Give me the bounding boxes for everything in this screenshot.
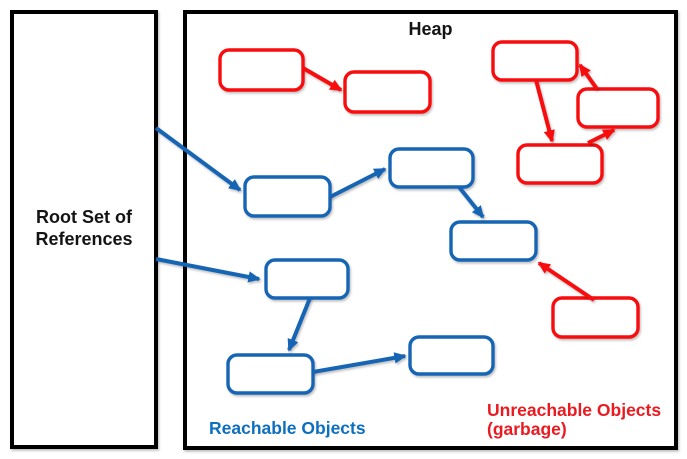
reachable-object-box-r6: [408, 335, 495, 376]
root-set-label-line2: References: [35, 229, 133, 249]
reference-arrow-u6-to-r3: [537, 261, 596, 302]
reference-arrow-r4-to-r5: [287, 297, 312, 352]
reachable-object-box-r4: [264, 258, 350, 300]
reference-arrow-u5-to-u4: [587, 128, 616, 145]
heap-label: Heap: [408, 19, 453, 39]
reference-arrow-root-to-r1: [154, 126, 242, 192]
unreachable-object-box-u5: [516, 143, 604, 185]
reference-arrow-r5-to-r6: [312, 352, 407, 374]
reachable-object-box-r2: [388, 147, 475, 189]
unreachable-objects-label: Unreachable Objects (garbage): [487, 401, 661, 439]
unreachable-object-box-u1: [218, 48, 305, 92]
unreachable-objects-label-line1: Unreachable Objects: [487, 400, 662, 420]
reference-arrow-r2-to-r3: [457, 185, 485, 219]
reference-arrow-u4-to-u3: [578, 63, 599, 91]
unreachable-object-box-u4: [576, 87, 660, 129]
reference-arrow-u1-to-u2: [301, 66, 343, 92]
reachable-objects-label: Reachable Objects: [209, 418, 366, 438]
unreachable-objects-label-line2: (garbage): [487, 419, 567, 439]
unreachable-object-box-u6: [551, 296, 640, 339]
reachable-object-box-r3: [449, 220, 538, 262]
unreachable-object-box-u2: [343, 70, 432, 114]
unreachable-object-box-u3: [491, 40, 579, 82]
root-set-label-line1: Root Set of: [36, 207, 132, 227]
reference-arrow-u3-to-u5: [534, 79, 555, 143]
reachable-object-box-r1: [243, 175, 332, 218]
reference-arrow-r1-to-r2: [329, 167, 387, 199]
root-set-box: [10, 10, 158, 449]
root-set-label: Root Set of References: [12, 206, 156, 250]
reference-arrow-root-to-r4: [155, 257, 261, 283]
reachable-object-box-r5: [226, 353, 315, 395]
